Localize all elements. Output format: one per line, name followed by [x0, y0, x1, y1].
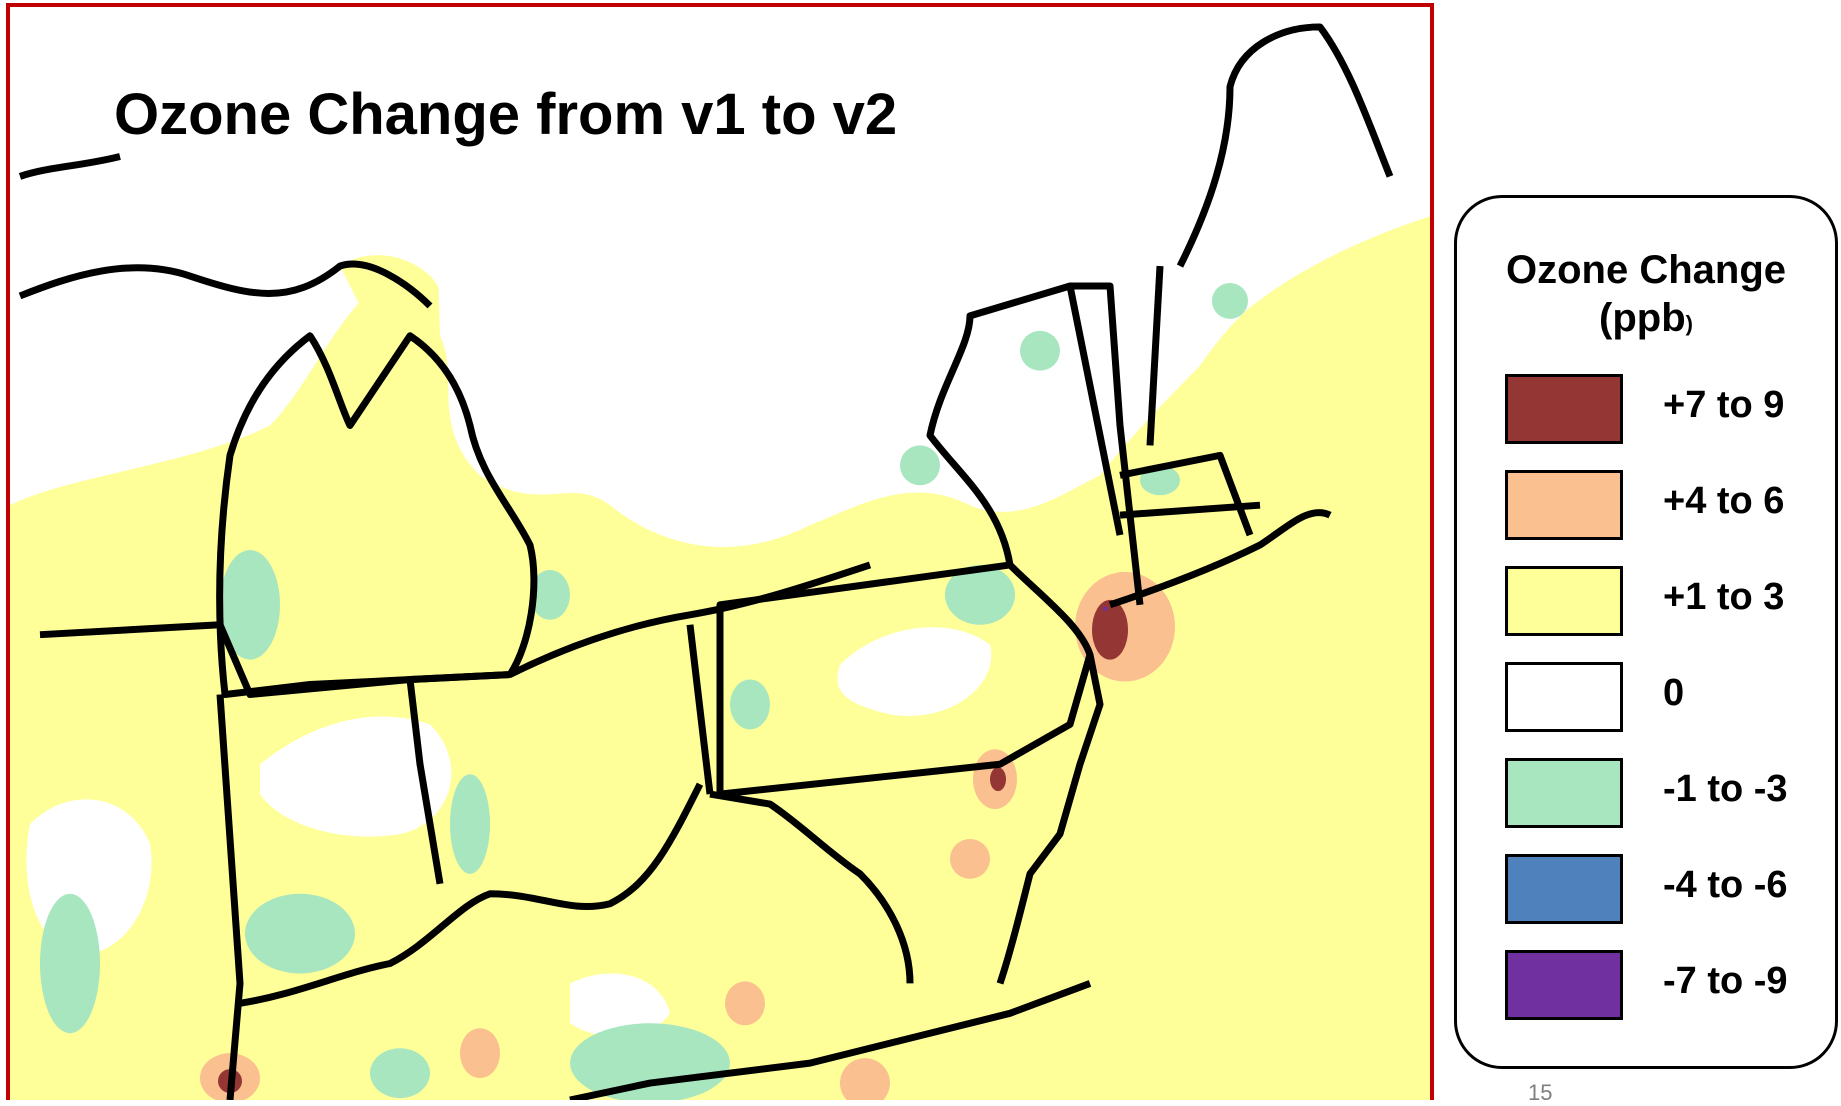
page-number: 15 — [1528, 1080, 1553, 1105]
legend-label: +4 to 6 — [1663, 480, 1785, 522]
ozone-map-panel: Ozone Change from v1 to v2 — [6, 3, 1434, 1100]
zone-minus-1-to-minus-3 — [40, 282, 1248, 1100]
legend-item-plus-7-to-9: +7 to 9 — [1505, 374, 1825, 446]
legend-swatch — [1505, 662, 1623, 732]
legend-swatch — [1505, 470, 1623, 540]
legend-label: -4 to -6 — [1663, 864, 1788, 906]
legend-title-unit: (ppb) — [1599, 296, 1693, 340]
legend-label: -1 to -3 — [1663, 768, 1788, 810]
legend-panel: Ozone Change (ppb) +7 to 9 +4 to 6 +1 to… — [1454, 195, 1838, 1069]
legend-swatch — [1505, 950, 1623, 1020]
legend-item-minus-7-to-minus-9: -7 to -9 — [1505, 950, 1825, 1022]
zone-minus-7-to-minus-9 — [1103, 606, 1107, 611]
legend-swatch — [1505, 566, 1623, 636]
legend-item-zero: 0 — [1505, 662, 1825, 734]
legend-label: -7 to -9 — [1663, 960, 1788, 1002]
ozone-change-map — [10, 7, 1430, 1100]
legend-label: 0 — [1663, 672, 1685, 714]
state-boundaries — [18, 23, 1394, 1100]
legend-label: +1 to 3 — [1663, 576, 1785, 618]
legend-item-plus-4-to-6: +4 to 6 — [1505, 470, 1825, 542]
legend-swatch — [1505, 374, 1623, 444]
legend-swatch — [1505, 854, 1623, 924]
legend-item-minus-1-to-minus-3: -1 to -3 — [1505, 758, 1825, 830]
legend-swatch — [1505, 758, 1623, 828]
legend-item-minus-4-to-minus-6: -4 to -6 — [1505, 854, 1825, 926]
legend-title-line1: Ozone Change — [1505, 248, 1787, 292]
legend-title: Ozone Change (ppb) — [1457, 246, 1835, 348]
map-title: Ozone Change from v1 to v2 — [114, 82, 898, 147]
legend-label: +7 to 9 — [1663, 384, 1785, 426]
legend-item-plus-1-to-3: +1 to 3 — [1505, 566, 1825, 638]
